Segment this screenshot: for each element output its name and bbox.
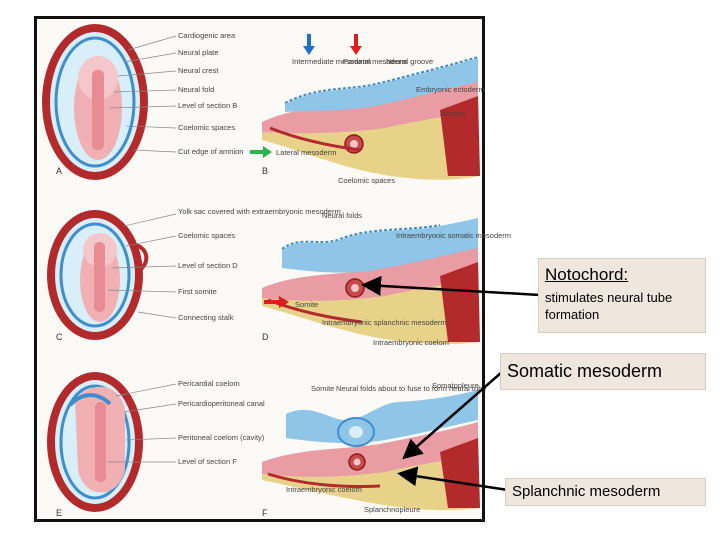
label-somite-f: Somite [311, 384, 334, 393]
label-level-section-b: Level of section B [178, 101, 237, 110]
label-level-section-f: Level of section F [178, 457, 237, 466]
red-arrow-somite [264, 296, 289, 308]
panel-b-section [262, 56, 480, 180]
panel-letter-c: C [56, 332, 63, 342]
label-coelom-f: Intraembryonic coelom [286, 485, 362, 494]
label-first-somite: First somite [178, 287, 217, 296]
label-pericardioperitoneal-canal: Pericardioperitoneal canal [178, 399, 265, 408]
panel-letter-f: F [262, 508, 268, 518]
panel-letter-d: D [262, 332, 269, 342]
callout-notochord-description: stimulates neural tube formation [545, 290, 673, 322]
panel-letter-a: A [56, 166, 62, 176]
panel-b-labels: Intermediate mesoderm Paraxial mesoderm … [262, 57, 485, 185]
label-cut-edge-amnion: Cut edge of amnion [178, 147, 243, 156]
callout-notochord: Notochord: stimulates neural tube format… [538, 258, 706, 333]
panel-e-labels: Pericardial coelom Pericardioperitoneal … [56, 379, 265, 518]
label-somatopleure: Somatopleure [432, 381, 479, 390]
label-coelomic-spaces-b: Coelomic spaces [338, 176, 395, 185]
label-pericardial-coelom: Pericardial coelom [178, 379, 240, 388]
label-lateral-mesoderm: Lateral mesoderm [276, 148, 336, 157]
label-somatic-mesoderm-d: Intraembryonic somatic mesoderm [396, 231, 511, 240]
panel-e-embryo [47, 372, 143, 512]
panel-letter-e: E [56, 508, 62, 518]
panel-d-section [262, 218, 480, 345]
callout-notochord-title: Notochord: [545, 265, 629, 284]
panel-d-labels: Neural folds Intraembryonic somatic meso… [262, 211, 511, 347]
label-paraxial-mesoderm: Paraxial mesoderm [343, 57, 408, 66]
panel-c-embryo [47, 210, 149, 340]
label-neural-folds-fuse: Neural folds about to fuse to form neura… [336, 384, 487, 393]
panel-c-labels: Yolk sac covered with extraembryonic mes… [56, 207, 341, 342]
red-arrow [350, 34, 362, 55]
label-somite-d: Somite [295, 300, 318, 309]
label-coelomic-spaces-a: Coelomic spaces [178, 123, 235, 132]
label-yolk-sac: Yolk sac covered with extraembryonic mes… [178, 207, 341, 216]
panel-a-labels: Cardiogenic area Neural plate Neural cre… [56, 31, 243, 176]
panel-f-section [262, 390, 480, 511]
label-neural-fold: Neural fold [178, 85, 214, 94]
label-neural-folds-d: Neural folds [322, 211, 362, 220]
callout-somatic-mesoderm: Somatic mesoderm [500, 353, 706, 390]
label-level-section-d: Level of section D [178, 261, 238, 270]
panel-letter-b: B [262, 166, 268, 176]
label-coelom-d: Intraembryonic coelom [373, 338, 449, 347]
label-neural-crest: Neural crest [178, 66, 219, 75]
label-connecting-stalk: Connecting stalk [178, 313, 234, 322]
blue-arrow [303, 34, 315, 55]
label-neural-plate: Neural plate [178, 48, 218, 57]
green-arrow [250, 146, 272, 158]
label-coelomic-spaces-c: Coelomic spaces [178, 231, 235, 240]
panel-f-labels: Somite Neural folds about to fuse to for… [262, 381, 487, 518]
panel-a-embryo [42, 24, 148, 180]
callout-splanchnic-mesoderm: Splanchnic mesoderm [505, 478, 706, 506]
label-neural-groove: Neural groove [386, 57, 433, 66]
label-splanchnopleure: Splanchnopleure [364, 505, 420, 514]
label-intermediate-mesoderm: Intermediate mesoderm [292, 57, 371, 66]
label-cardiogenic-area: Cardiogenic area [178, 31, 236, 40]
arrow-to-notochord [361, 275, 541, 297]
label-amnion: Amnion [440, 109, 465, 118]
label-embryonic-ectoderm: Embryonic ectoderm [416, 85, 485, 94]
arrow-to-somatic-mesoderm [402, 371, 503, 460]
label-peritoneal-coelom: Peritoneal coelom (cavity) [178, 433, 265, 442]
arrow-to-splanchnic-mesoderm [397, 466, 509, 492]
label-splanchnic-mesoderm-d: Intraembryonic splanchnic mesoderm [322, 318, 447, 327]
